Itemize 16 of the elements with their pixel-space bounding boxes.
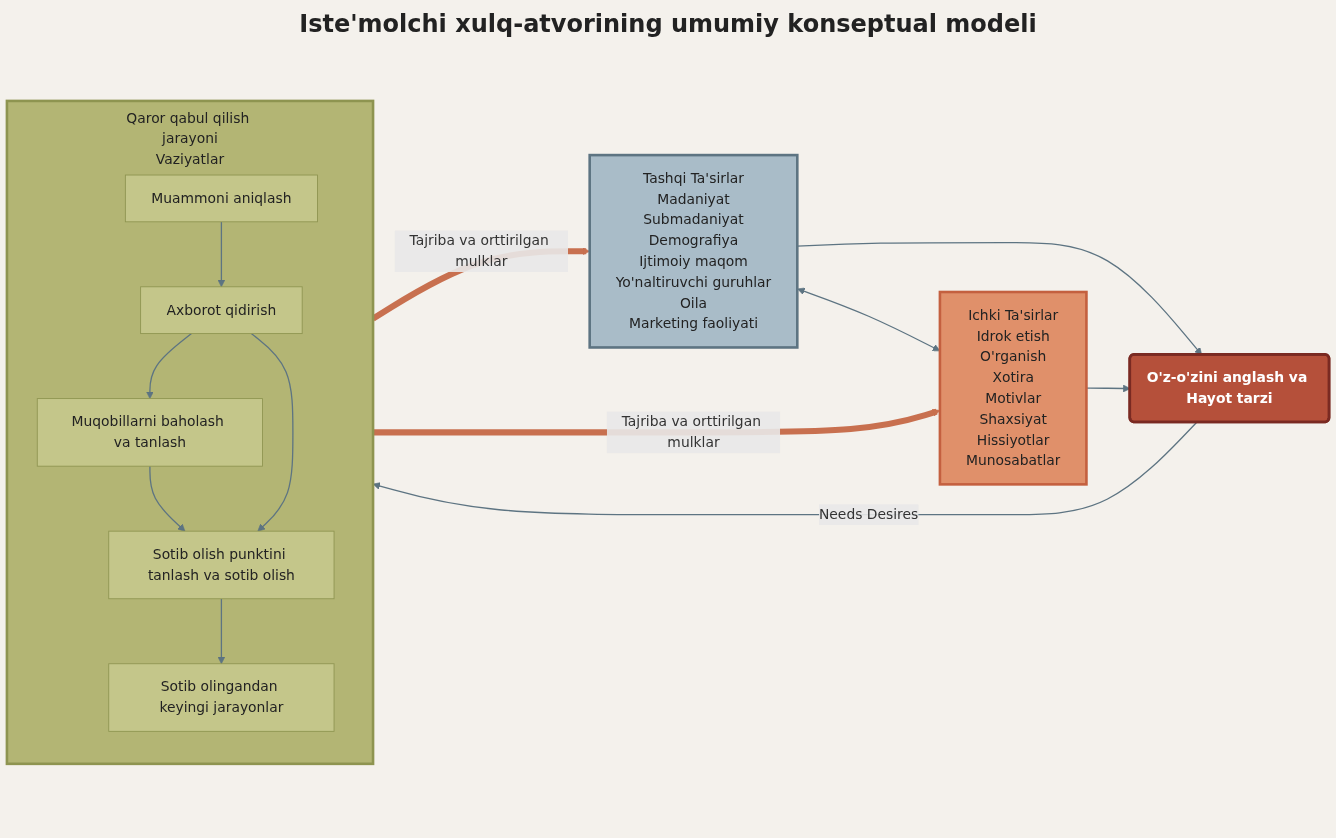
- node-box: Muammoni aniqlash: [124, 174, 318, 222]
- node-box: Tashqi Ta'sirlar Madaniyat Submadaniyat Demografiya Ijtimoiy maqom Yo'naltiruvchi guruhlar Oila Marketing faoliyati: [588, 153, 799, 349]
- node-box: Sotib olish punktini tanlash va sotib olish: [108, 530, 335, 599]
- node-box: Muqobillarni baholash va tanlash: [36, 397, 263, 467]
- edge-label: Tajriba va orttirilgan mulklar: [621, 412, 761, 451]
- edge-label: Tajriba va orttirilgan mulklar: [409, 231, 549, 270]
- arrow: [149, 465, 186, 532]
- arrow: [217, 597, 226, 664]
- node-box: Axborot qidirish: [140, 285, 303, 334]
- edge-label: Needs Desires: [818, 505, 919, 523]
- diagram-title: Iste'molchi xulq-atvorining umumiy konseptual modeli: [298, 10, 1038, 38]
- node-box: Ichki Ta'sirlar Idrok etish O'rganish Xotira Motivlar Shaxsiyat Hissiyotlar Munosabatlar: [938, 290, 1088, 486]
- arrow: [217, 220, 226, 287]
- arrow: [250, 332, 294, 532]
- arrow: [146, 332, 193, 399]
- node-box: Sotib olingandan keyingi jarayonlar: [108, 662, 335, 732]
